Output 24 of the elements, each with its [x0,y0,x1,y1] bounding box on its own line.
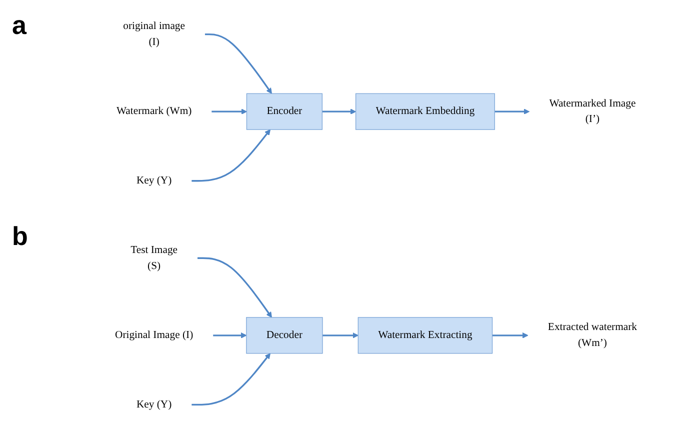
node-box: Watermark Embedding [355,93,495,130]
arrow [204,33,272,94]
arrow [322,108,356,115]
arrow [213,332,247,338]
node-text: Key (Y) [136,398,172,410]
node-box: Decoder [246,317,323,354]
node-text: original image (I) [123,20,185,48]
node-text: Watermarked Image (I’) [549,98,636,125]
panel-letter: a [12,10,28,41]
arrow [494,108,530,115]
arrow [192,129,271,182]
node-box: Encoder [246,93,323,130]
node-text: Extracted watermark (Wm’) [548,321,637,349]
arrow [322,332,358,338]
arrow [198,257,272,318]
panel-letter: b [12,221,29,252]
arrow [192,353,271,406]
node-text: Key (Y) [136,174,172,186]
arrow [212,108,247,115]
node-text: Watermark (Wm) [116,106,192,117]
node-text: Test Image (S) [130,244,178,272]
node-text: Original Image (I) [115,329,194,341]
arrow [492,332,528,338]
node-box: Watermark Extracting [358,317,493,354]
